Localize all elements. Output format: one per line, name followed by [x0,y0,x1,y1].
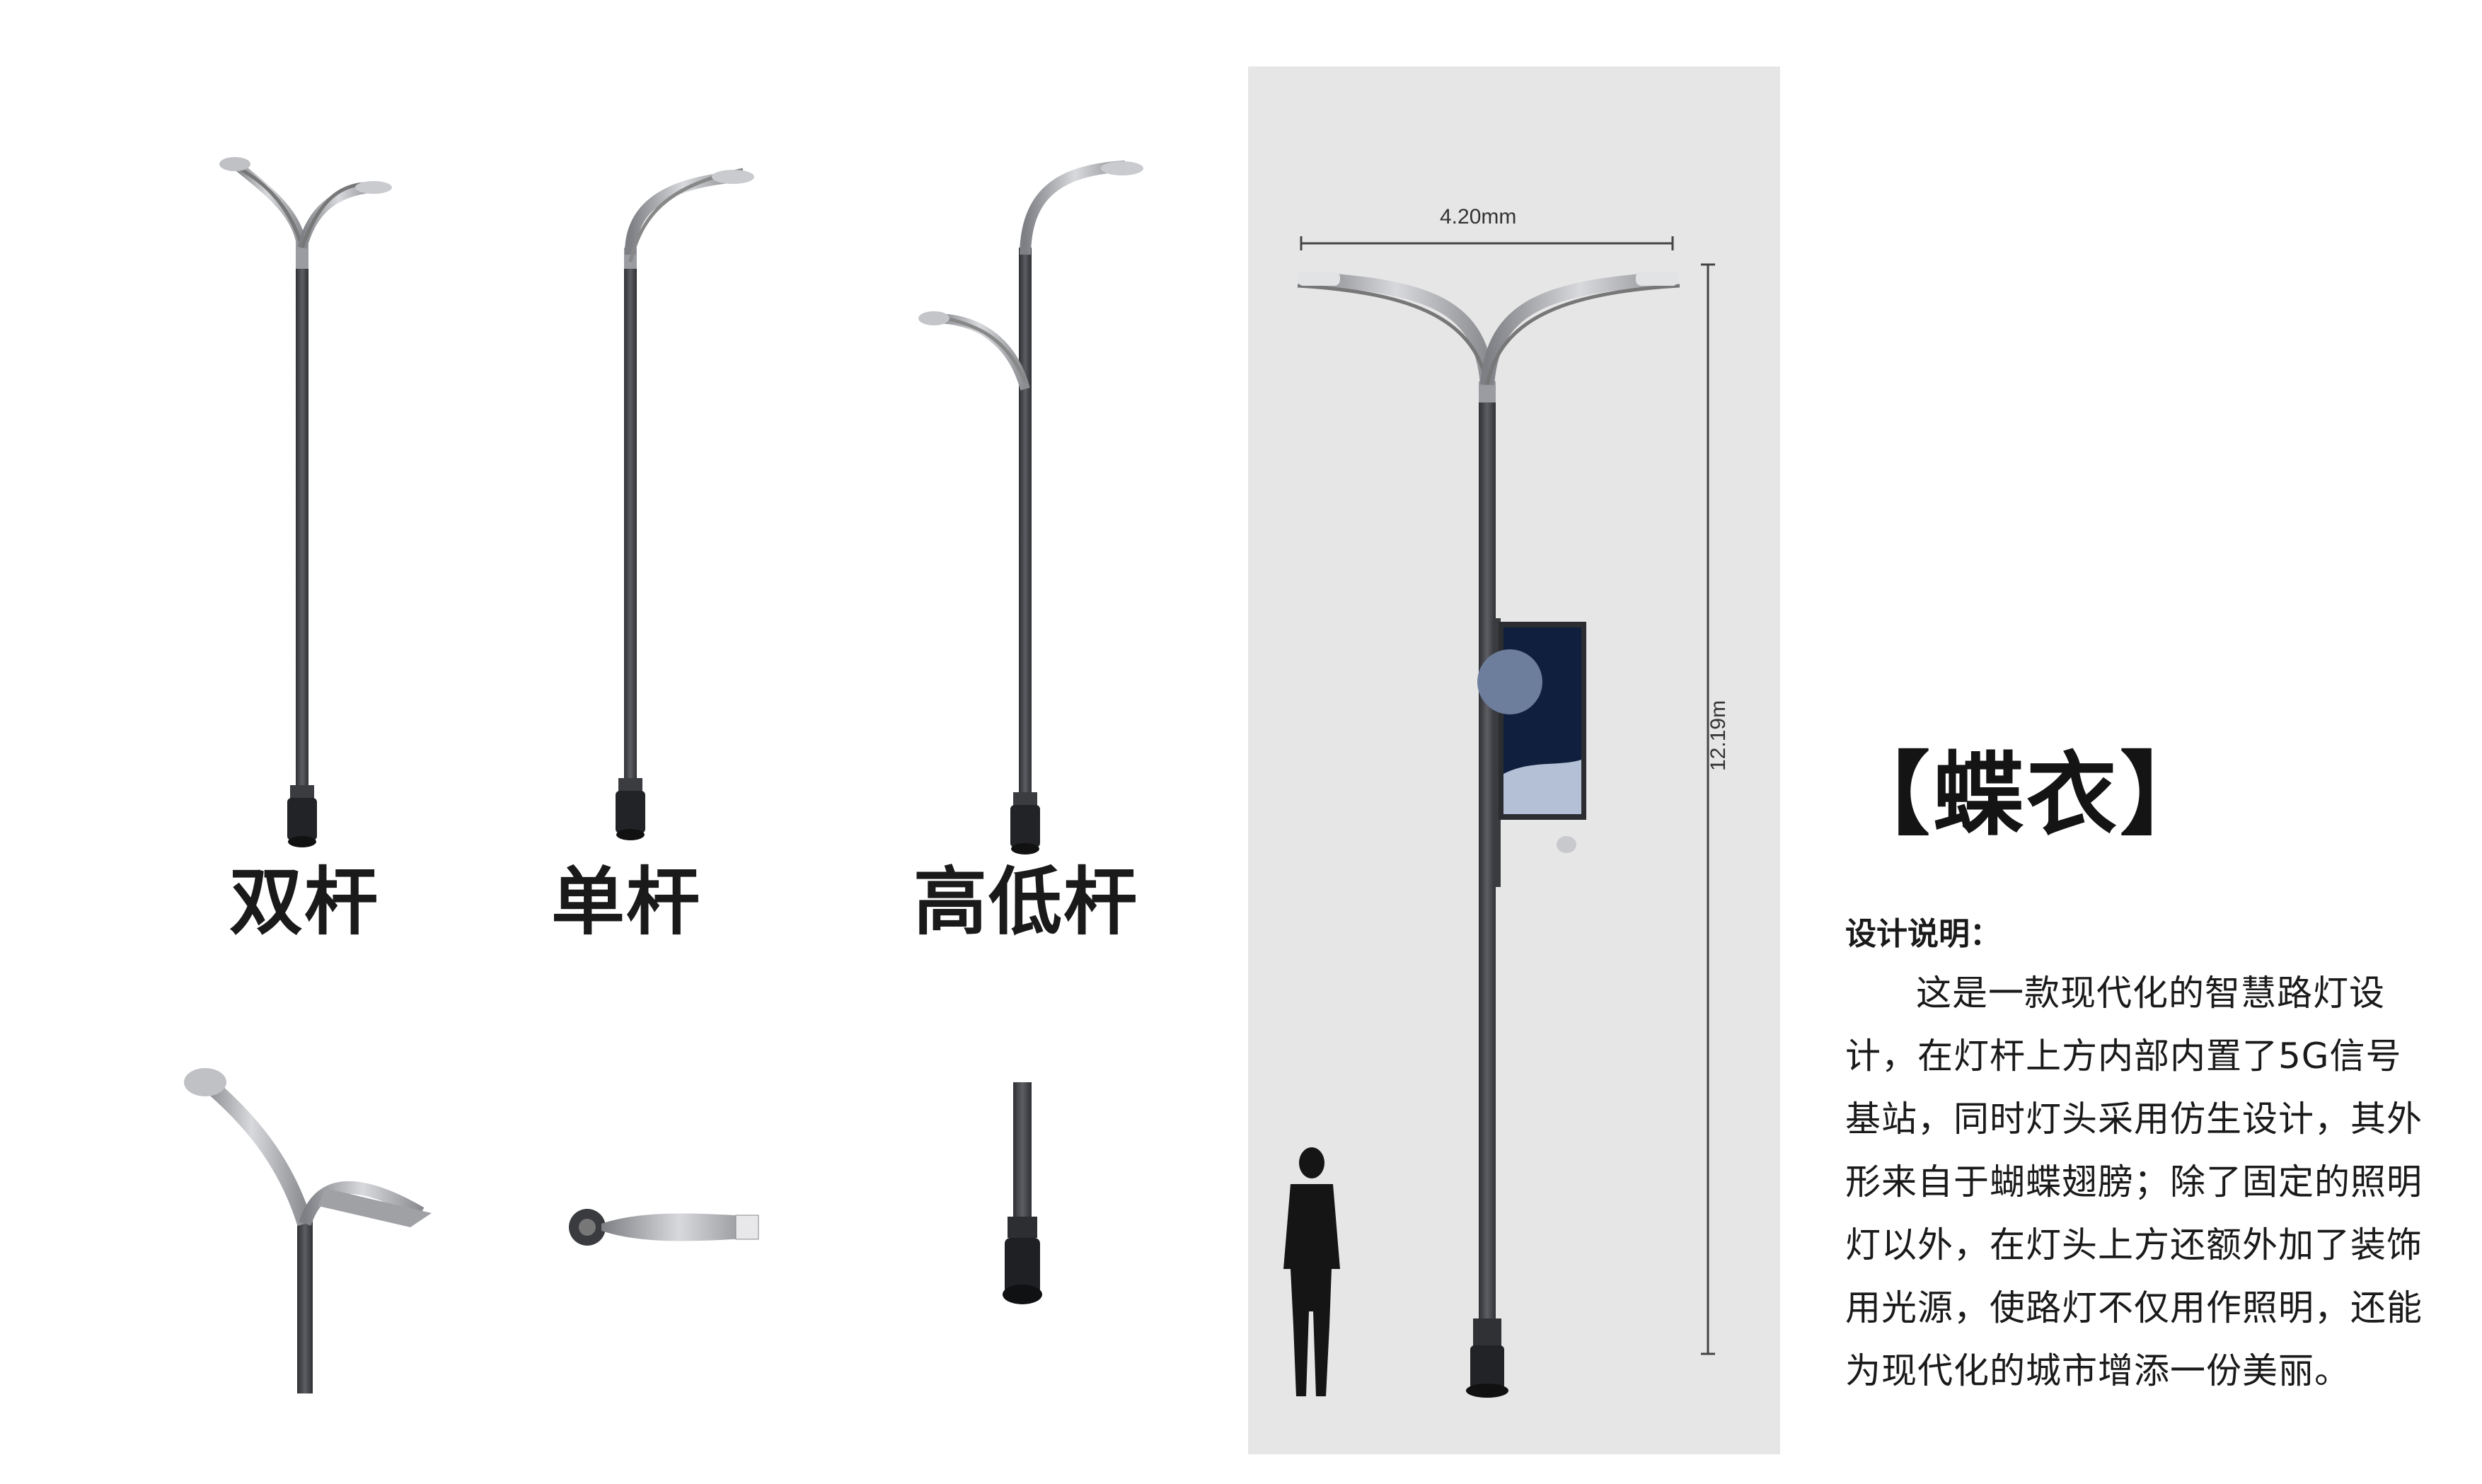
high-low-pole-illustration [918,161,1143,854]
double-pole-label: 双杆 [229,859,379,945]
double-pole-illustration [219,157,392,847]
lamp-head-perspective-detail [184,1068,432,1393]
single-pole-label: 单杆 [550,859,701,945]
width-dimension-label: 4.20mm [1440,205,1517,228]
product-title: 【蝶衣】 [1840,743,2214,848]
description-heading: 设计说明： [1845,916,2001,952]
height-dimension-label: 12.19m [1707,700,1730,771]
human-scale-silhouette [1283,1147,1340,1396]
high-low-pole-label: 高低杆 [913,859,1138,945]
description-body: 这是一款现代化的智慧路灯设计，在灯杆上方内部内置了5G信号基站，同时灯头采用仿生… [1845,973,2423,1391]
lamp-head-top-detail [569,1209,759,1246]
pole-base-detail [1003,1082,1042,1304]
elevation-drawing [1283,236,1715,1398]
single-pole-illustration [616,168,754,840]
